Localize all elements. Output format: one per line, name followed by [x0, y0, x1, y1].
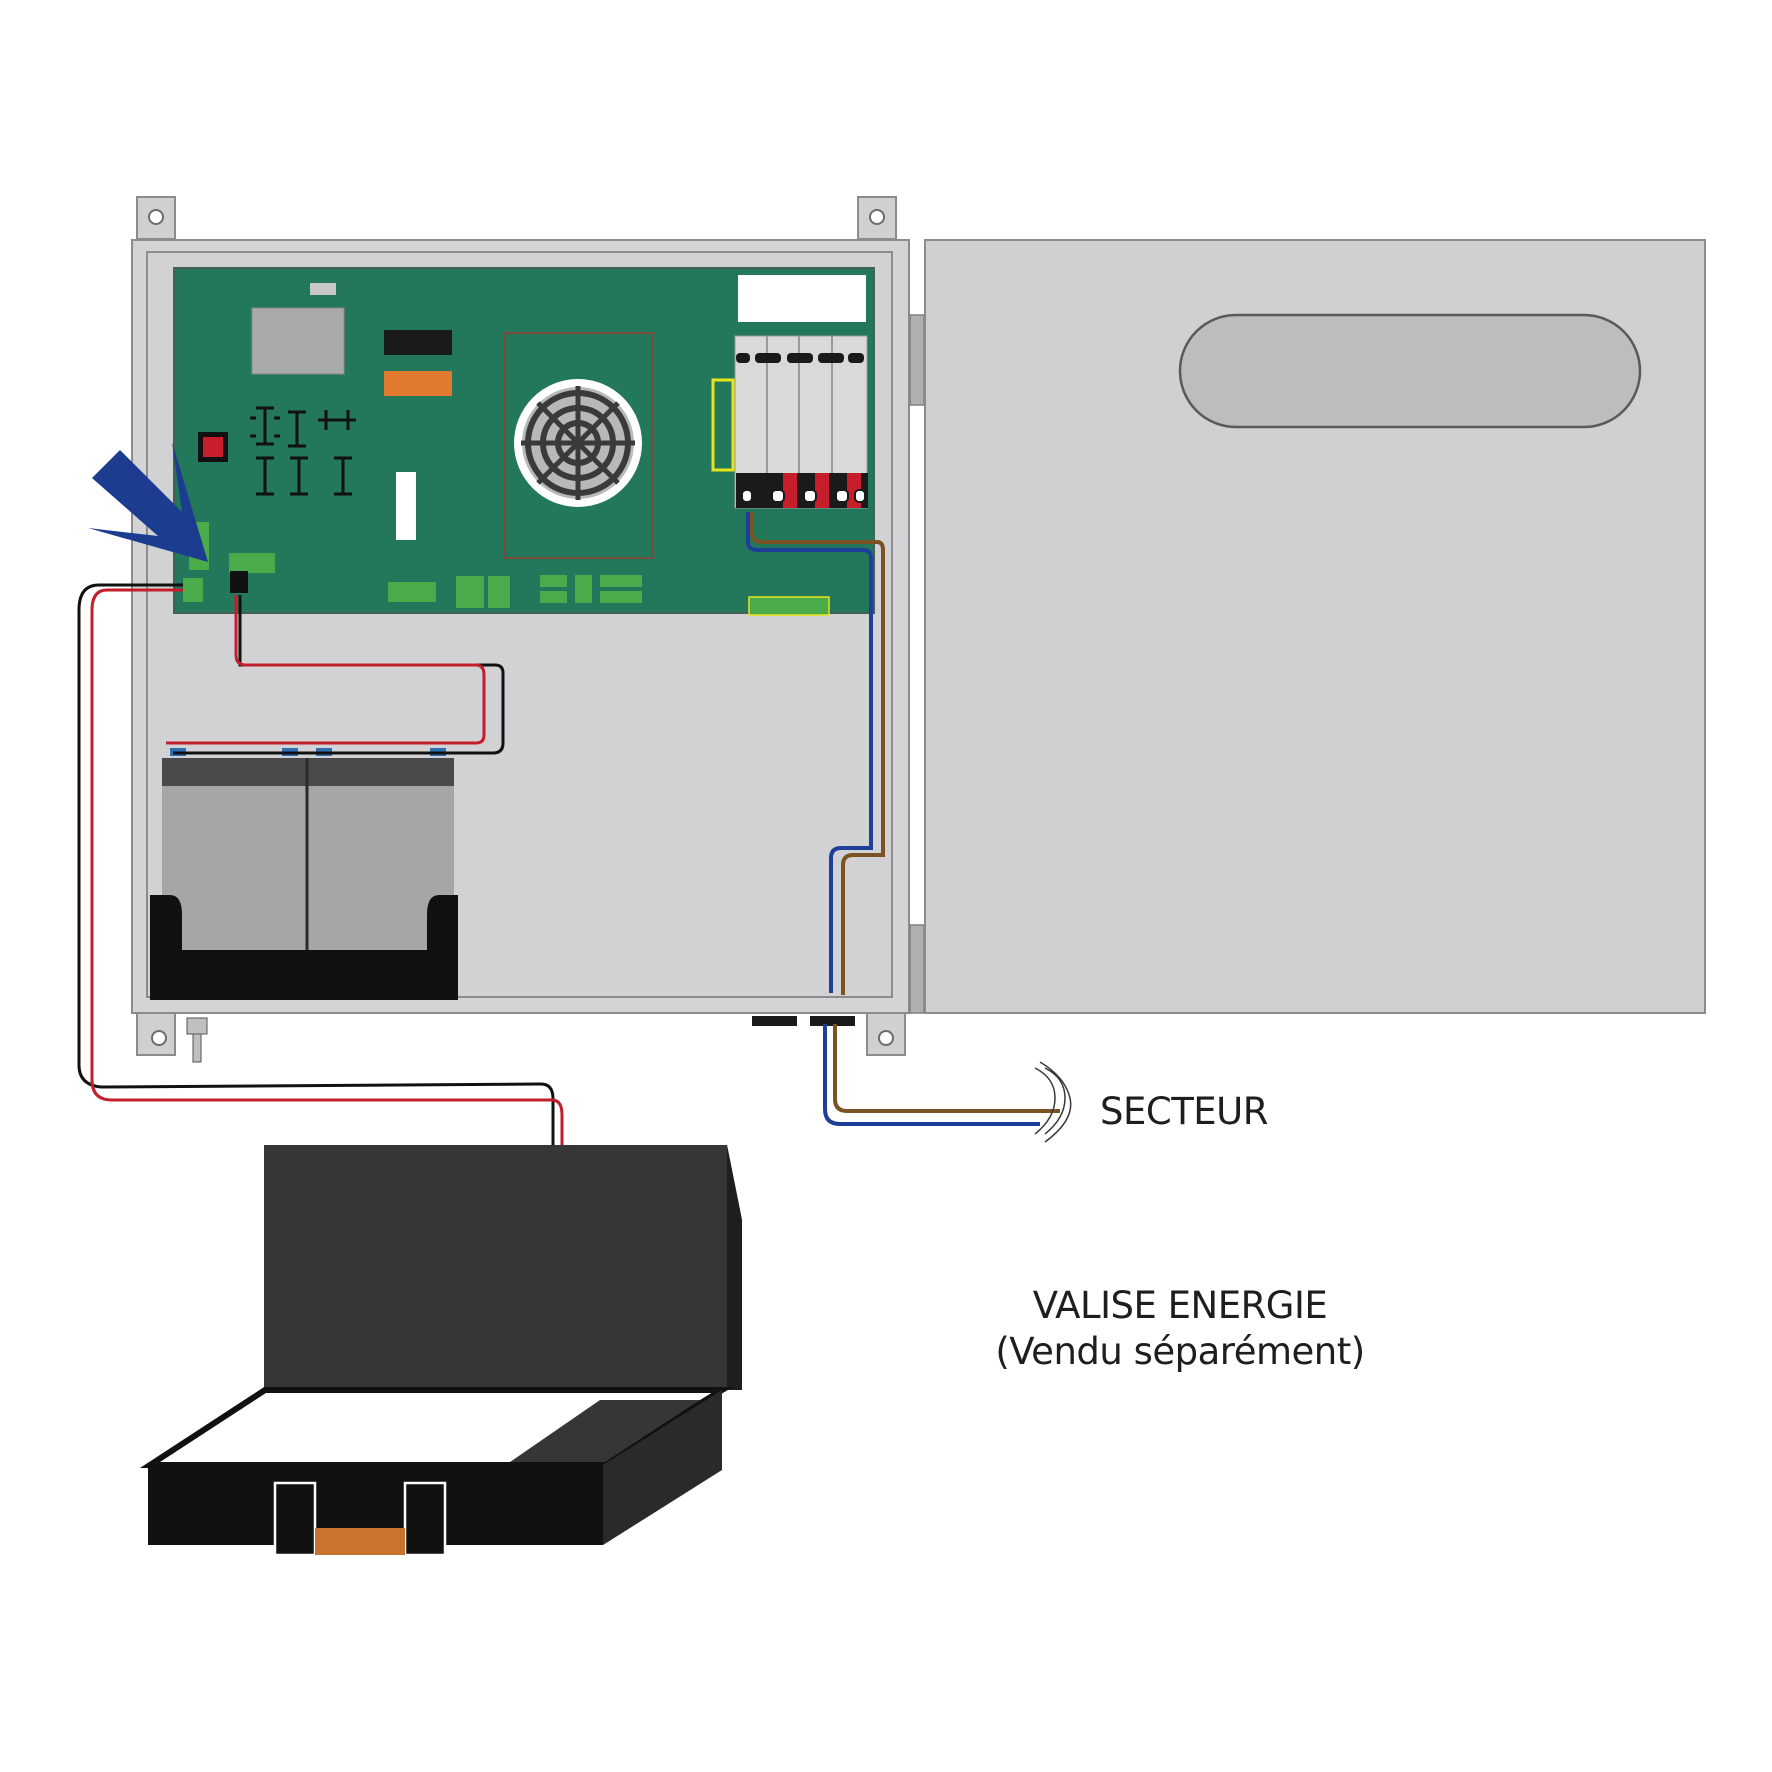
handle-post-right — [403, 1481, 447, 1557]
white-component — [396, 472, 416, 540]
relay-orange — [384, 371, 452, 396]
internal-wire-black — [173, 595, 505, 755]
cut-wire-symbol — [1034, 1061, 1072, 1143]
relay-black — [384, 330, 452, 355]
case-base-side — [603, 1390, 722, 1545]
power-case-note: (Vendu séparément) — [995, 1330, 1365, 1373]
case-handle — [315, 1528, 405, 1555]
cable-glands — [186, 1016, 855, 1063]
mounting-hole — [151, 1030, 167, 1046]
power-case-label: VALISE ENERGIE (Vendu séparément) — [990, 1283, 1370, 1375]
case-lid-side — [727, 1145, 742, 1390]
battery-connector — [230, 571, 248, 593]
battery-tray — [150, 895, 458, 1000]
internal-wire-red — [166, 595, 486, 745]
mains-cable-blue — [823, 1024, 1040, 1126]
arrow-icon — [88, 442, 208, 562]
hinge — [909, 314, 925, 406]
internal-battery — [162, 748, 454, 953]
small-chip — [310, 283, 336, 295]
power-case — [139, 1145, 742, 1557]
door-handle-slot — [1178, 313, 1642, 429]
mains-wire-brown — [750, 512, 885, 995]
mounting-hole — [869, 209, 885, 225]
connectors — [183, 522, 830, 616]
hinge — [909, 924, 925, 1014]
case-compartment — [510, 1400, 700, 1462]
mains-label: SECTEUR — [1100, 1090, 1268, 1133]
mounting-hole — [878, 1030, 894, 1046]
terminal-block — [734, 335, 868, 509]
power-case-title: VALISE ENERGIE — [1032, 1284, 1328, 1327]
mounting-hole — [148, 209, 164, 225]
mains-cable-brown — [833, 1024, 1060, 1113]
board-label-area — [738, 275, 866, 322]
transformer — [251, 307, 345, 375]
case-lid — [264, 1145, 742, 1390]
fan-icon — [514, 379, 642, 507]
external-cable-black — [77, 583, 555, 1437]
red-component-core — [203, 437, 223, 457]
capacitors — [250, 406, 356, 496]
fan-frame — [504, 332, 653, 559]
mains-wire-blue — [746, 512, 873, 993]
fuse — [711, 378, 735, 472]
handle-post-left — [273, 1481, 317, 1557]
external-cable-red — [90, 588, 564, 1475]
